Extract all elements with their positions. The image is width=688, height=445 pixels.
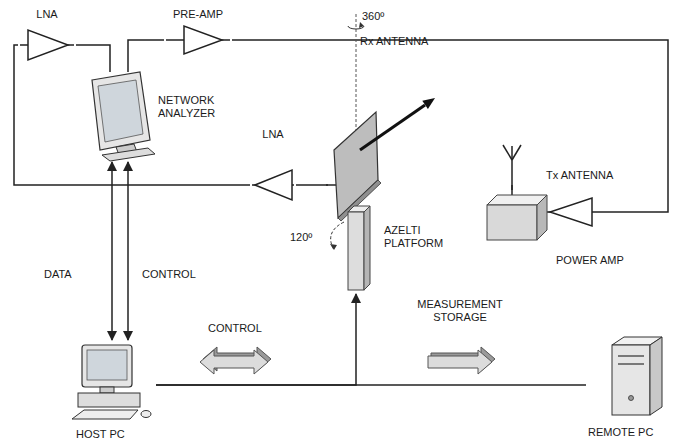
desktop-case: [78, 393, 140, 407]
amplifier: LNA: [250, 126, 296, 202]
connector: [111, 162, 113, 340]
amplifier: LNA: [18, 6, 76, 62]
monitor-stand: [100, 387, 114, 393]
node-label: LNA: [252, 128, 294, 141]
connector: [156, 384, 586, 386]
amplifier-symbol: [184, 26, 222, 54]
callout-label: 360º: [362, 10, 384, 23]
node-label: AZELTI PLATFORM: [384, 224, 450, 250]
monitor-screen: [87, 350, 127, 380]
amplifier-symbol: [255, 170, 292, 200]
drive-bay: [618, 363, 644, 365]
power-amplifier: POWER AMP: [484, 190, 656, 274]
callout-label: 120º: [290, 231, 312, 244]
node-label: PRE-AMP: [166, 8, 230, 21]
connector: [232, 40, 668, 212]
elevation-arc: [331, 222, 344, 250]
tower-front: [612, 345, 650, 415]
edge-label: CONTROL: [140, 268, 198, 281]
connector: [156, 294, 356, 385]
computer: HOST PC: [70, 340, 156, 443]
boresight-arrow: [360, 105, 425, 150]
drive-bay: [618, 355, 644, 357]
amplifier-symbol: [550, 198, 592, 226]
computer: REMOTE PC: [586, 330, 672, 442]
mouse: [141, 411, 151, 418]
connector: [128, 40, 164, 72]
node-label: LNA: [20, 8, 74, 21]
elevation-arrowhead: [330, 244, 337, 250]
antenna: Rx ANTENNA: [328, 32, 446, 208]
node-label: Rx ANTENNA: [360, 35, 428, 48]
keyboard: [72, 410, 138, 419]
node-label: HOST PC: [76, 428, 125, 441]
connector: [127, 162, 129, 340]
connector: [296, 184, 328, 186]
antenna-element: [512, 145, 521, 160]
instrument: NETWORK ANALYZER: [86, 72, 240, 162]
amp-box-side: [537, 195, 547, 240]
monitor-body: [92, 72, 150, 150]
rotation-arrowhead: [359, 22, 364, 28]
node-label: NETWORK ANALYZER: [158, 94, 228, 120]
rotation-axis: [356, 14, 357, 140]
callout-label: CONTROL: [208, 322, 262, 335]
edge-label: DATA: [42, 268, 74, 281]
amplifier-symbol: [28, 30, 68, 60]
node-label: Tx ANTENNA: [546, 169, 613, 182]
node-label: REMOTE PC: [588, 426, 653, 439]
antenna-mast: [511, 146, 513, 196]
tower-side: [650, 337, 662, 415]
platform-front: [348, 212, 364, 290]
power-button: [629, 396, 634, 401]
monitor-body: [82, 345, 132, 387]
antenna-element: [503, 145, 512, 160]
platform-side: [364, 206, 370, 290]
connector: [14, 45, 250, 185]
boresight-arrowhead: [422, 98, 435, 109]
block-arrow: [200, 350, 268, 374]
antenna: Tx ANTENNA: [496, 140, 646, 185]
block-arrow: [428, 350, 492, 374]
callout-label: MEASUREMENT STORAGE: [412, 298, 508, 324]
amp-box-front: [487, 205, 537, 240]
connector: [76, 45, 110, 72]
monitor-base: [102, 148, 155, 161]
amplifier: PRE-AMP: [164, 4, 232, 56]
node-label: POWER AMP: [556, 254, 624, 267]
monitor-screen: [98, 80, 143, 142]
positioner: AZELTI PLATFORM: [338, 210, 460, 294]
